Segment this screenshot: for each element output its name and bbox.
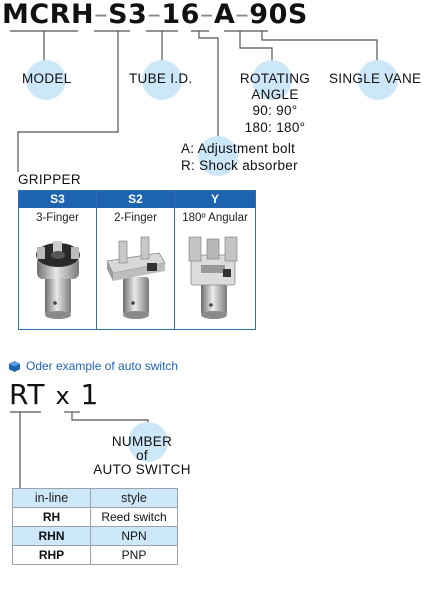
gripper-code: S3 <box>19 191 96 208</box>
rotating-label: ROTATING <box>239 71 311 86</box>
model-code-separator: – <box>199 0 214 30</box>
vane-bubble <box>358 60 398 100</box>
table-row: RHP PNP <box>12 545 178 565</box>
gripper-option-s3: S3 3-Finger <box>19 191 97 329</box>
table-row: RHN NPN <box>12 526 178 546</box>
auto-switch-code: RT x 1 <box>9 378 99 411</box>
gripper-panel: S3 3-Finger S2 2-Finger <box>18 190 256 330</box>
number-bubble <box>128 422 168 462</box>
switch-style: NPN <box>90 526 178 546</box>
cube-icon <box>9 361 20 372</box>
header-inline: in-line <box>12 488 91 508</box>
gripper-label: GRIPPER <box>18 172 81 187</box>
gripper-desc: 2-Finger <box>114 212 157 224</box>
switch-code: RHN <box>12 526 91 546</box>
single-vane-label: SINGLE VANE <box>329 71 422 86</box>
number-label: NUMBER <box>111 434 173 449</box>
switch-code: RH <box>12 507 91 527</box>
of-label: of <box>136 448 148 463</box>
auto-switch-code-count: 1 <box>80 378 100 411</box>
model-code-part-tube: 16 <box>161 0 200 30</box>
auto-switch-section-title: Oder example of auto switch <box>26 359 179 373</box>
tube-bubble <box>142 60 182 100</box>
gripper-desc: 3-Finger <box>36 212 79 224</box>
model-code-separator: – <box>94 0 109 30</box>
auto-switch-label: AUTO SWITCH <box>93 462 191 477</box>
auto-switch-table: in-line style RH Reed switch RHN NPN RHP… <box>12 488 178 565</box>
gripper-desc: 180º Angular <box>182 212 248 224</box>
option-r-label: R: Shock absorber <box>181 158 298 173</box>
gripper-code: S2 <box>97 191 174 208</box>
gripper-option-y: Y 180º Angular <box>175 191 255 329</box>
switch-style: PNP <box>90 545 178 565</box>
option-bubble <box>198 136 238 176</box>
tube-id-label: TUBE I.D. <box>129 71 193 86</box>
angle-90-label: 90: 90° <box>252 103 298 118</box>
angular-gripper-icon <box>188 236 238 319</box>
model-code-part-model: MCRH <box>2 0 95 30</box>
table-header-row: in-line style <box>12 488 178 508</box>
angle-180-label: 180: 180° <box>244 120 306 135</box>
2-finger-gripper-icon <box>106 236 166 319</box>
model-bubble <box>26 60 66 100</box>
model-code-part-option: A <box>213 0 236 30</box>
auto-switch-code-x: x <box>55 382 71 410</box>
model-code-part-gripper: S3 <box>108 0 148 30</box>
model-code-part-angle: 90S <box>249 0 308 30</box>
gripper-option-s2: S2 2-Finger <box>97 191 175 329</box>
table-row: RH Reed switch <box>12 507 178 527</box>
3-finger-gripper-icon <box>36 241 80 319</box>
angle-bubble <box>252 60 292 100</box>
model-code-separator: – <box>147 0 162 30</box>
switch-style: Reed switch <box>90 507 178 527</box>
gripper-code: Y <box>175 191 255 208</box>
model-label: MODEL <box>22 71 72 86</box>
angle-label: ANGLE <box>251 87 299 102</box>
auto-switch-code-rt: RT <box>9 378 46 411</box>
model-code: MCRH–S3–16–A–90S <box>2 0 308 30</box>
model-code-separator: – <box>235 0 250 30</box>
header-style: style <box>90 488 178 508</box>
switch-code: RHP <box>12 545 91 565</box>
option-a-label: A: Adjustment bolt <box>181 141 296 156</box>
